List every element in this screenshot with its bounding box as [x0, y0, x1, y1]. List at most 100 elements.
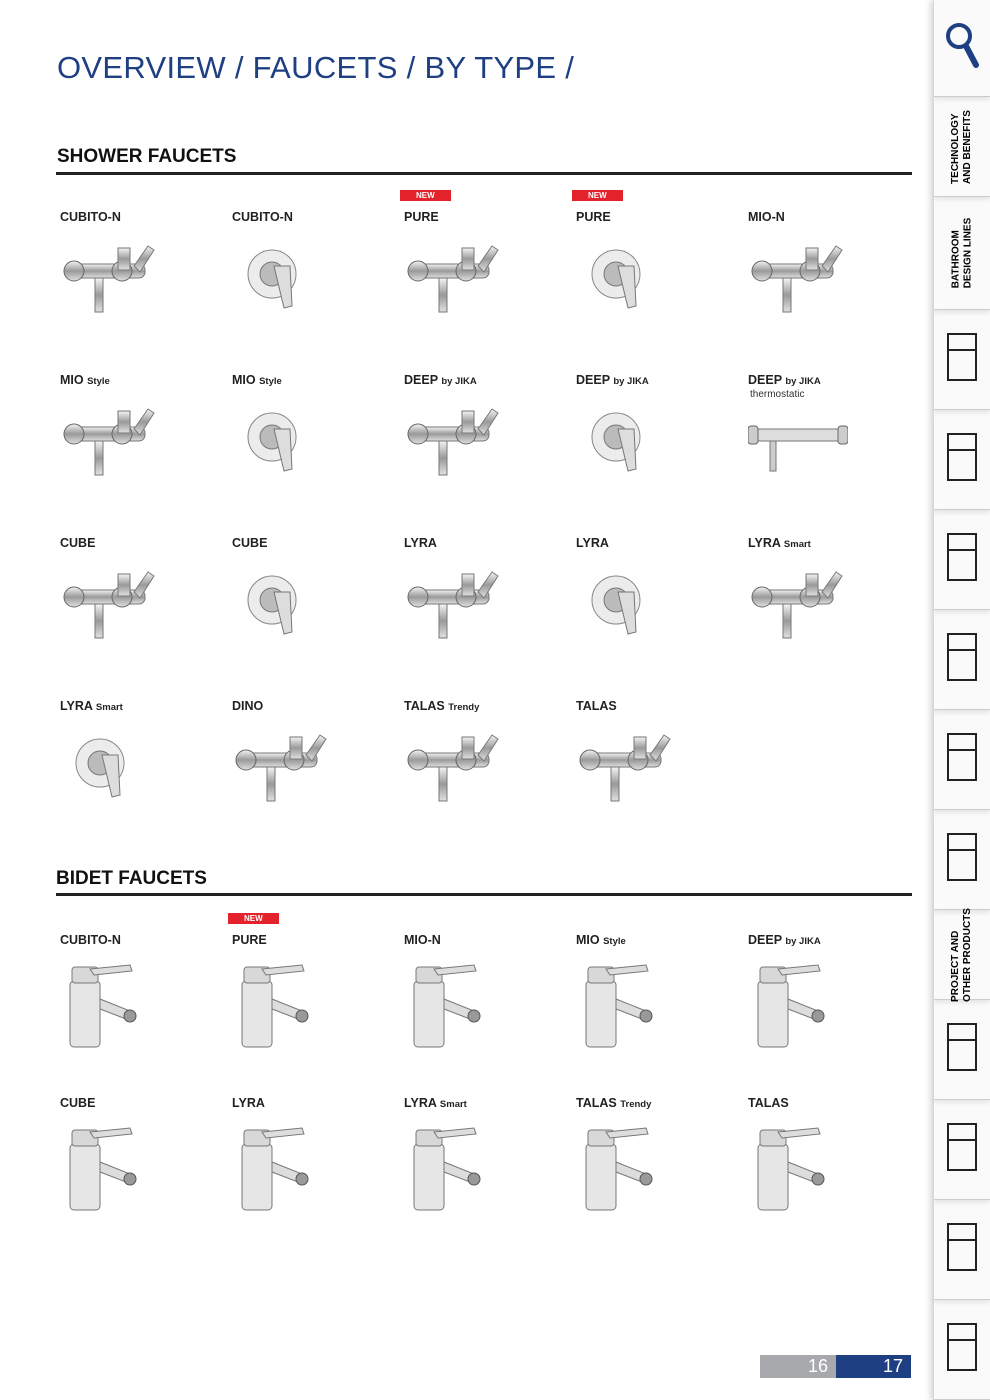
product-item[interactable]: NEW PURE [572, 190, 744, 353]
sidebar-tab-wall-hung-toilet[interactable] [934, 510, 990, 610]
product-name-suffix: Smart [783, 539, 811, 550]
product-item[interactable]: MIO Style [228, 353, 400, 516]
faucet-image [748, 1122, 848, 1212]
product-item[interactable]: LYRA [400, 516, 572, 679]
bathtub-icon [945, 1018, 979, 1081]
product-item[interactable]: LYRA Smart [744, 516, 916, 679]
product-name: CUBE [60, 536, 96, 550]
sidebar-tab-project and[interactable]: PROJECT AND OTHER PRODUCTS [934, 907, 990, 1002]
faucet-image [576, 725, 676, 815]
search-icon [944, 21, 980, 76]
product-item[interactable]: LYRA Smart [400, 1076, 572, 1239]
sidebar-tab-washbasin-cabinet[interactable] [934, 310, 990, 410]
faucet-image [404, 399, 504, 489]
product-item[interactable]: MIO Style [572, 913, 744, 1076]
product-item[interactable]: DEEP by JIKA [744, 913, 916, 1076]
faucet-image [576, 236, 676, 326]
shower-faucets-grid: CUBITO-N CUBITO-N NEW PURE NEW PURE MIO-N MIO S… [56, 190, 916, 842]
faucet-image [60, 725, 160, 815]
product-item[interactable]: TALAS Trendy [400, 679, 572, 842]
product-subtitle: thermostatic [750, 389, 805, 400]
product-name: DEEP by JIKA [576, 373, 649, 387]
faucet-icon [945, 1218, 979, 1281]
product-item[interactable]: CUBITO-N [56, 190, 228, 353]
product-item[interactable]: MIO-N [744, 190, 916, 353]
product-name: PURE [404, 210, 439, 224]
faucet-image [60, 562, 160, 652]
product-name: LYRA Smart [748, 536, 811, 550]
product-name-suffix: Smart [439, 1099, 467, 1110]
page-title: OVERVIEW / FAUCETS / BY TYPE / [57, 50, 575, 85]
product-item[interactable]: TALAS [744, 1076, 916, 1239]
product-item[interactable]: MIO-N [400, 913, 572, 1076]
product-name: LYRA [232, 1096, 265, 1110]
shower-enclosure-icon [945, 1118, 979, 1181]
sidebar-tab-installation-frame[interactable] [934, 610, 990, 710]
product-item[interactable]: LYRA Smart [56, 679, 228, 842]
sidebar-tab-label: TECHNOLOGY AND BENEFITS [950, 109, 973, 184]
product-name: LYRA [404, 536, 437, 550]
product-item[interactable]: NEW PURE [400, 190, 572, 353]
faucet-image [232, 1122, 332, 1212]
product-name: DEEP by JIKA [748, 933, 821, 947]
product-name: LYRA Smart [404, 1096, 467, 1110]
faucet-image [748, 959, 848, 1049]
new-badge: NEW [228, 913, 279, 924]
product-name: MIO-N [748, 210, 785, 224]
page-number-right[interactable]: 17 [836, 1355, 911, 1378]
product-item[interactable]: LYRA [572, 516, 744, 679]
sidebar-tab-mirror[interactable] [934, 410, 990, 510]
sidebar-tab-bathroom[interactable]: BATHROOM DESIGN LINES [934, 197, 990, 310]
sidebar-tab-faucet[interactable] [934, 1200, 990, 1300]
product-item[interactable]: CUBE [56, 1076, 228, 1239]
product-name: PURE [576, 210, 611, 224]
product-name: CUBITO-N [232, 210, 293, 224]
wall-hung-toilet-icon [945, 528, 979, 591]
product-item[interactable]: DEEP by JIKA [572, 353, 744, 516]
product-item[interactable]: DINO [228, 679, 400, 842]
shower-section-title: SHOWER FAUCETS [57, 146, 237, 167]
product-item[interactable]: LYRA [228, 1076, 400, 1239]
product-name: LYRA [576, 536, 609, 550]
sidebar-tab-label: PROJECT AND OTHER PRODUCTS [950, 907, 973, 1002]
faucet-image [404, 236, 504, 326]
sidebar-tab-toilet[interactable] [934, 710, 990, 810]
faucet-image [404, 562, 504, 652]
toilet-icon [945, 728, 979, 791]
product-item[interactable]: TALAS [572, 679, 744, 842]
product-name: CUBE [60, 1096, 96, 1110]
product-name-suffix: Trendy [620, 1099, 652, 1110]
product-name: MIO Style [576, 933, 626, 947]
new-badge: NEW [572, 190, 623, 201]
product-item[interactable]: CUBITO-N [56, 913, 228, 1076]
faucet-image [576, 399, 676, 489]
product-item[interactable]: TALAS Trendy [572, 1076, 744, 1239]
product-name: TALAS [576, 699, 617, 713]
sidebar-tab-search[interactable] [934, 0, 990, 97]
faucet-image [60, 1122, 160, 1212]
sidebar-tab-urinal[interactable] [934, 810, 990, 910]
product-item[interactable]: MIO Style [56, 353, 228, 516]
product-item[interactable]: CUBE [56, 516, 228, 679]
faucet-image [232, 236, 332, 326]
bidet-section-title: BIDET FAUCETS [56, 868, 207, 889]
faucet-image [60, 399, 160, 489]
new-badge: NEW [400, 190, 451, 201]
sidebar-tab-label: BATHROOM DESIGN LINES [950, 217, 974, 289]
product-name: MIO-N [404, 933, 441, 947]
product-name: TALAS Trendy [576, 1096, 652, 1110]
product-name: LYRA Smart [60, 699, 123, 713]
sidebar-tab-bathtub[interactable] [934, 1000, 990, 1100]
product-item[interactable]: CUBE [228, 516, 400, 679]
sidebar-tab-technology[interactable]: TECHNOLOGY AND BENEFITS [934, 97, 990, 197]
product-name-suffix: Style [87, 376, 110, 387]
product-name: DINO [232, 699, 264, 713]
product-item[interactable]: CUBITO-N [228, 190, 400, 353]
sidebar-tab-shower-enclosure[interactable] [934, 1100, 990, 1200]
product-item[interactable]: DEEP by JIKA [400, 353, 572, 516]
sidebar-tab-pedestal-basin[interactable] [934, 1300, 990, 1400]
page-number-left[interactable]: 16 [760, 1355, 836, 1378]
